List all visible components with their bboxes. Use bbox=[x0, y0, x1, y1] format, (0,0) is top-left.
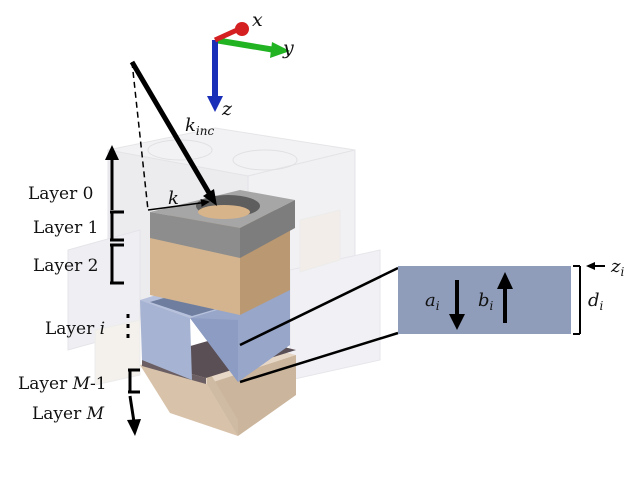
layer-i-label: Layer i bbox=[45, 319, 105, 339]
b-i-label: bi bbox=[478, 290, 494, 313]
layer-inset: ai bi di zi bbox=[398, 256, 624, 335]
layer-m-label: Layer M bbox=[32, 404, 105, 424]
z-axis-label: z bbox=[221, 98, 233, 120]
layer-m-1-label: Layer M-1 bbox=[18, 374, 107, 394]
zoom-lines bbox=[239, 266, 399, 384]
x-axis-arrow bbox=[213, 27, 239, 43]
incident-wave-arrow bbox=[129, 60, 215, 200]
y-axis-label: y bbox=[282, 37, 294, 59]
inset-layer-slab bbox=[398, 266, 571, 334]
d-i-label: di bbox=[588, 290, 604, 313]
layer-0-label: Layer 0 bbox=[28, 184, 93, 204]
coordinate-axes: x y z bbox=[207, 9, 294, 120]
normal-dashed-line bbox=[131, 61, 149, 211]
incident-wave: kinc k bbox=[129, 60, 217, 211]
thickness-bracket bbox=[573, 265, 581, 335]
parallel-k-arrow bbox=[147, 198, 210, 211]
z-i-label: zi bbox=[610, 256, 624, 279]
k-parallel-label: k bbox=[168, 188, 179, 209]
layer-labels: Layer 0 Layer 1 Layer 2 Layer i Layer M-… bbox=[18, 184, 107, 424]
k-inc-label: kinc bbox=[185, 115, 214, 138]
y-axis-arrow bbox=[214, 37, 276, 53]
layer-1-label: Layer 1 bbox=[33, 218, 98, 238]
layer-1-block bbox=[150, 190, 295, 258]
x-axis-label: x bbox=[252, 9, 263, 31]
a-i-label: ai bbox=[425, 290, 440, 313]
layer-brackets bbox=[105, 145, 141, 436]
layer-2-label: Layer 2 bbox=[33, 256, 98, 276]
